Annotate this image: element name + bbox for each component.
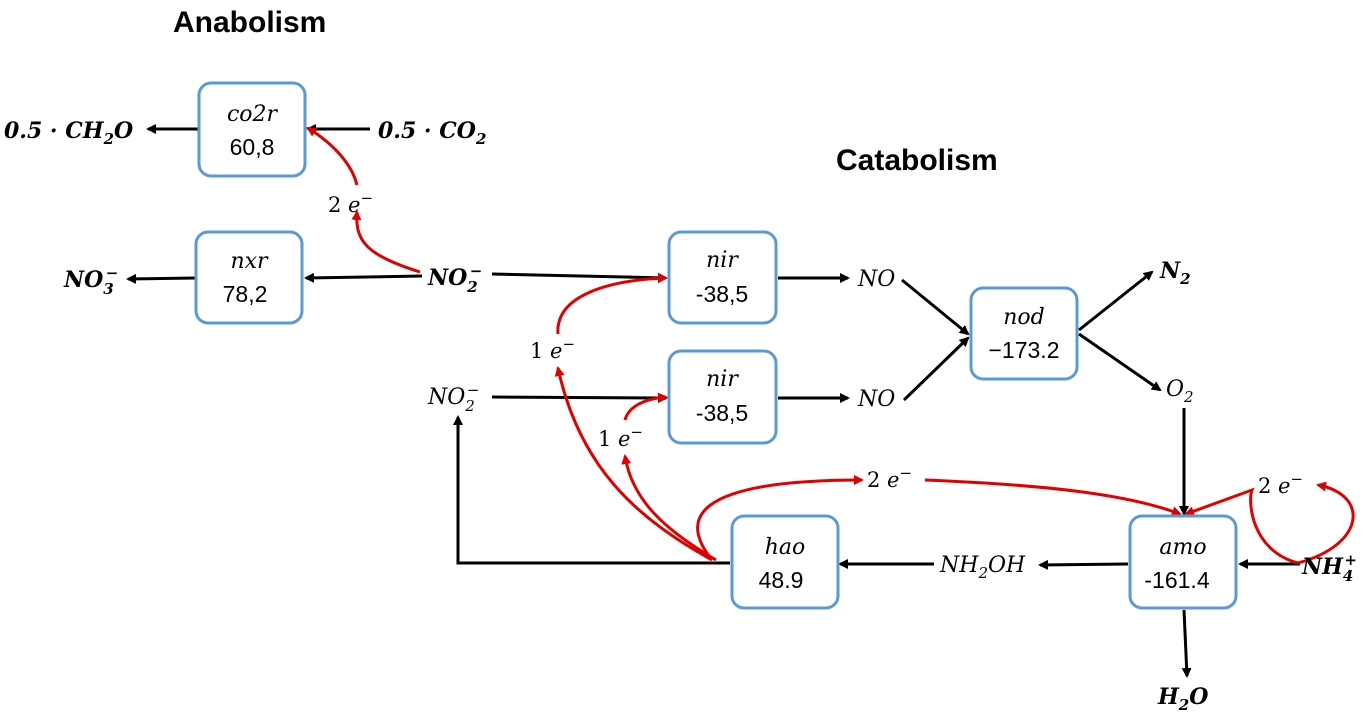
arrow-no-top-to-nod: [901, 278, 970, 336]
arrow-no2-to-nxr: [304, 272, 423, 283]
species-nh2oh: NH2OH: [939, 553, 1026, 582]
enzyme-co2r: co2r 60,8: [197, 81, 307, 178]
electron-label-nh4-loop: 2 e−: [1258, 470, 1303, 498]
arrow-hao-to-no2-side: [453, 415, 730, 565]
enzyme-value: 78,2: [223, 281, 268, 307]
arrow-amo-to-nh2oh: [1038, 559, 1129, 570]
enzyme-name: nir: [706, 367, 739, 392]
arrow-no-bottom-to-nod: [902, 336, 970, 402]
arrow-no2-to-nir-top: [491, 272, 668, 283]
arrow-nxr-to-no3: [126, 273, 197, 284]
species-n2: N2: [1159, 258, 1191, 288]
enzyme-name: nxr: [230, 249, 269, 274]
enzyme-box-co2r: [197, 81, 307, 178]
enzyme-name: hao: [765, 535, 806, 560]
species-co2: 0.5 · CO2: [378, 118, 486, 148]
enzyme-value: 60,8: [230, 134, 275, 160]
flow-arrows: [126, 124, 1300, 678]
enzyme-hao: hao 48.9: [730, 514, 840, 610]
species-o2: O2: [1166, 377, 1194, 406]
enzyme-box-nxr: [194, 230, 304, 325]
arrow-nod-to-n2: [1078, 270, 1154, 332]
species-ch2o: 0.5 · CH2O: [4, 118, 133, 148]
electron-arrow-label1-to-nir-top: [556, 273, 668, 335]
enzyme-amo: amo -161.4: [1128, 514, 1238, 610]
enzyme-name: nod: [1003, 305, 1045, 330]
enzyme-box-hao: [730, 514, 840, 610]
enzyme-nod: nod −173.2: [969, 286, 1079, 381]
electron-arrow-label3-to-amo: [924, 478, 1182, 516]
arrow-no2-side-to-nir-bottom: [491, 392, 668, 403]
enzyme-value: -161.4: [1144, 567, 1209, 593]
enzyme-nir-bottom: nir -38,5: [667, 349, 778, 445]
electron-label-nir-bottom: 1 e−: [598, 423, 643, 451]
electron-label-nir-top: 1 e−: [530, 335, 575, 363]
enzyme-box-nir-top: [667, 230, 778, 325]
electron-arrow-nh4-to-amo: [1184, 487, 1299, 565]
enzyme-value: -38,5: [696, 281, 748, 307]
enzyme-value: -38,5: [696, 400, 748, 426]
enzyme-name: co2r: [227, 102, 279, 127]
electron-arrow-no2-to-label: [351, 210, 421, 274]
species-no2-side: NO2−: [427, 381, 479, 415]
anabolism-title: Anabolism: [173, 6, 326, 39]
species-no-bottom: NO: [857, 387, 895, 412]
electron-arrows: [306, 126, 1355, 565]
catabolism-title: Catabolism: [836, 144, 998, 177]
enzyme-value: 48.9: [759, 567, 804, 593]
enzyme-name: amo: [1159, 535, 1206, 560]
enzyme-value: −173.2: [989, 337, 1060, 363]
enzyme-box-nod: [969, 286, 1079, 381]
enzyme-name: nir: [706, 248, 739, 273]
electron-label-hao-to-amo: 2 e−: [867, 464, 912, 492]
species-h2o: H2O: [1157, 684, 1208, 712]
electron-arrow-label-to-co2r: [306, 126, 359, 186]
enzyme-nir-top: nir -38,5: [667, 230, 778, 325]
electron-arrow-hao-to-label3: [696, 475, 864, 561]
electron-arrow-label2-to-nir-bottom: [623, 392, 668, 421]
electron-arrow-nh4-loop: [1297, 481, 1355, 565]
species-nh4: NH4+: [1301, 551, 1357, 585]
electron-arrow-hao-to-label2: [621, 454, 717, 562]
species-no2-main: NO2−: [427, 262, 482, 296]
arrow-nod-to-o2: [1078, 332, 1162, 392]
species-no3: NO3−: [63, 264, 118, 298]
species-no-top: NO: [857, 267, 895, 292]
enzyme-nxr: nxr 78,2: [194, 230, 304, 325]
arrow-amo-to-h2o: [1181, 609, 1192, 678]
electron-label-co2r: 2 e−: [328, 189, 373, 217]
electron-arrow-hao-to-label1: [554, 366, 713, 562]
enzyme-box-nir-bottom: [667, 349, 778, 445]
enzyme-box-amo: [1128, 514, 1238, 610]
